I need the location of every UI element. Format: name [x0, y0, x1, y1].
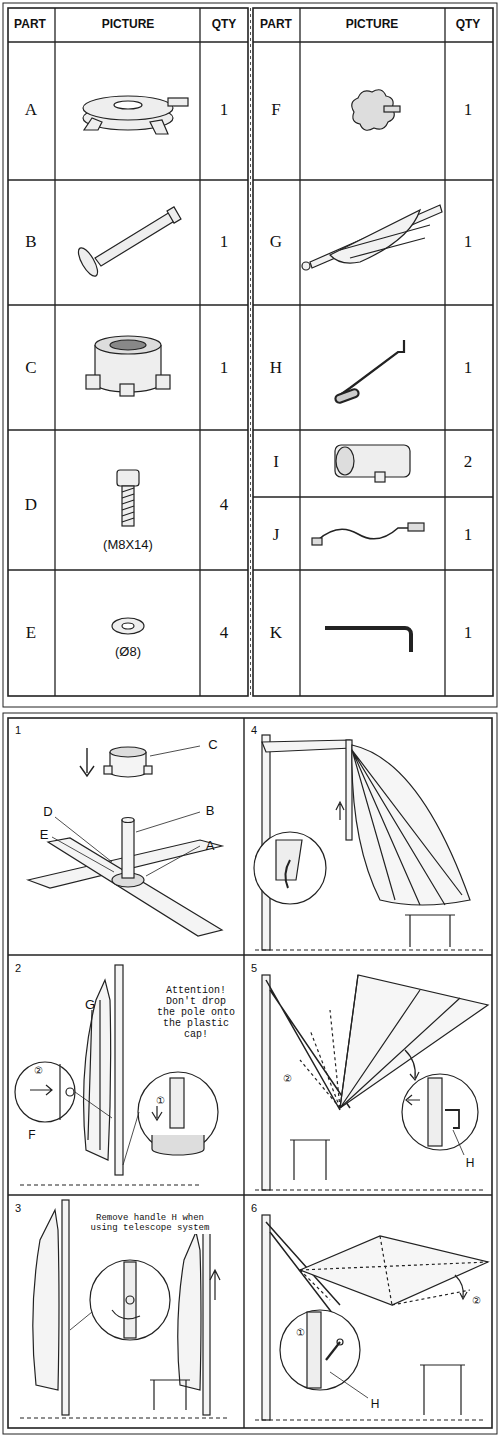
- part-letter: J: [273, 526, 280, 545]
- quantity: 1: [464, 526, 473, 545]
- quantity: 1: [464, 359, 473, 378]
- part-letter: D: [25, 496, 37, 515]
- step-number: 3: [15, 1202, 21, 1214]
- callout-letter: G: [85, 998, 95, 1012]
- table-header: QTY: [456, 18, 481, 31]
- callout-letter: D: [43, 805, 52, 819]
- part-letter: K: [270, 624, 282, 643]
- callout-number: ①: [295, 1327, 306, 1338]
- part-letter: I: [273, 453, 279, 472]
- part-letter: H: [270, 359, 282, 378]
- callout-letter: H: [371, 1398, 380, 1411]
- callout-letter: F: [28, 1129, 35, 1142]
- part-spec: (M8X14): [103, 538, 153, 552]
- part-letter: G: [270, 233, 282, 252]
- part-letter: A: [25, 101, 37, 120]
- quantity: 1: [220, 233, 229, 252]
- step-number: 1: [15, 724, 21, 736]
- callout-number: ②: [33, 1065, 44, 1076]
- callout-number: ②: [471, 1295, 482, 1306]
- note: Remove handle H when using telescope sys…: [84, 1214, 216, 1234]
- callout-letter: C: [208, 738, 217, 752]
- callout-letter: E: [40, 828, 49, 842]
- quantity: 1: [464, 101, 473, 120]
- step-number: 4: [251, 724, 257, 736]
- part-letter: C: [25, 359, 36, 378]
- quantity: 1: [464, 233, 473, 252]
- quantity: 1: [220, 359, 229, 378]
- quantity: 1: [220, 101, 229, 120]
- part-letter: B: [25, 233, 36, 252]
- note: Attention! Don't drop the pole onto the …: [155, 985, 237, 1040]
- quantity: 1: [464, 624, 473, 643]
- callout-number: ①: [155, 1095, 166, 1106]
- quantity: 4: [220, 496, 229, 515]
- step-number: 2: [15, 962, 21, 974]
- table-header: PART: [14, 18, 46, 31]
- step-number: 6: [251, 1202, 257, 1214]
- step-number: 5: [251, 962, 257, 974]
- part-letter: F: [271, 101, 280, 120]
- callout-letter: H: [466, 1157, 475, 1170]
- quantity: 4: [220, 624, 229, 643]
- table-header: PART: [260, 18, 292, 31]
- callout-number: ②: [282, 1073, 293, 1084]
- table-header: PICTURE: [102, 18, 155, 31]
- quantity: 2: [464, 453, 473, 472]
- callout-letter: B: [206, 804, 215, 818]
- part-spec: (Ø8): [115, 645, 141, 659]
- part-letter: E: [26, 624, 36, 643]
- table-header: PICTURE: [346, 18, 399, 31]
- table-header: QTY: [212, 18, 237, 31]
- callout-letter: A: [206, 839, 215, 853]
